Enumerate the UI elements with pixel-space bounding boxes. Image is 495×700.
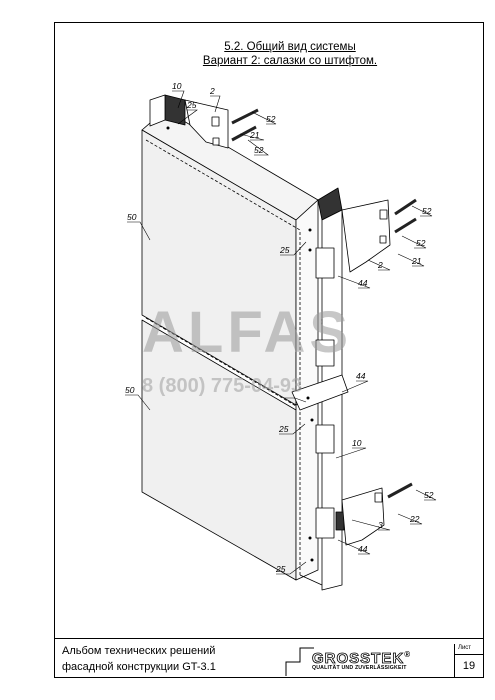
album-title: Альбом технических решений фасадной конс… (62, 643, 216, 675)
callout-25-bottom: 25 (275, 564, 286, 574)
callout-52-right-2: 52 (416, 238, 426, 248)
logo-registered: ® (404, 650, 412, 659)
callout-21-right: 21 (411, 256, 422, 266)
callout-50-upper: 50 (127, 212, 137, 222)
callout-44-middle: 44 (356, 371, 366, 381)
slider-4 (315, 507, 335, 539)
logo-name: GROSSTEK® (312, 650, 412, 668)
watermark-brand: ALFAS (142, 300, 352, 365)
callout-2-top: 2 (209, 86, 215, 96)
logo-mark-icon (285, 647, 314, 676)
callout-3: 3 (378, 520, 383, 530)
vertical-profile-top (164, 94, 186, 126)
title-block (54, 638, 484, 678)
right-lower-bracket (341, 487, 385, 546)
watermark-phone: 8 (800) 775-04-93 (142, 375, 302, 397)
callout-2-right: 2 (377, 260, 383, 270)
callout-25-middle: 25 (278, 424, 289, 434)
slider-2 (315, 339, 335, 367)
album-line-2: фасадной конструкции GT-3.1 (62, 661, 216, 673)
sheet-number-cell (454, 644, 484, 678)
callout-50-lower: 50 (125, 385, 135, 395)
title-line-2: Вариант 2: салазки со штифтом. (202, 55, 378, 67)
slider-3 (315, 424, 335, 454)
callout-25-right-1: 25 (279, 245, 290, 255)
sheet-label: Лист (458, 645, 472, 651)
callout-52-right-3: 52 (424, 490, 434, 500)
right-upper-bracket (341, 199, 391, 273)
callout-10-top: 10 (172, 81, 182, 91)
callout-21-top: 21 (249, 130, 260, 140)
title-line-1: 5.2. Общий вид системы (224, 41, 356, 53)
callout-25-top: 25 (186, 100, 197, 110)
sheet-frame (54, 22, 484, 678)
callout-44-right-2: 44 (358, 544, 368, 554)
drawing-title: 5.2. Общий вид системы Вариант 2: салазк… (150, 40, 430, 68)
callout-10-right: 10 (352, 438, 362, 448)
callout-44-right-1: 44 (358, 278, 368, 288)
sheet-cell-divider (454, 654, 484, 655)
sheet-number: 19 (462, 660, 476, 672)
album-line-1: Альбом технических решений (62, 645, 216, 657)
logo-tagline: QUALITÄT UND ZUVERLÄSSIGKEIT (312, 665, 407, 671)
callout-22: 22 (409, 514, 420, 524)
callout-52-top-1: 52 (266, 114, 276, 124)
slider-1 (315, 247, 335, 279)
callout-52-top-2: 52 (254, 145, 264, 155)
callout-52-right-1: 52 (422, 206, 432, 216)
